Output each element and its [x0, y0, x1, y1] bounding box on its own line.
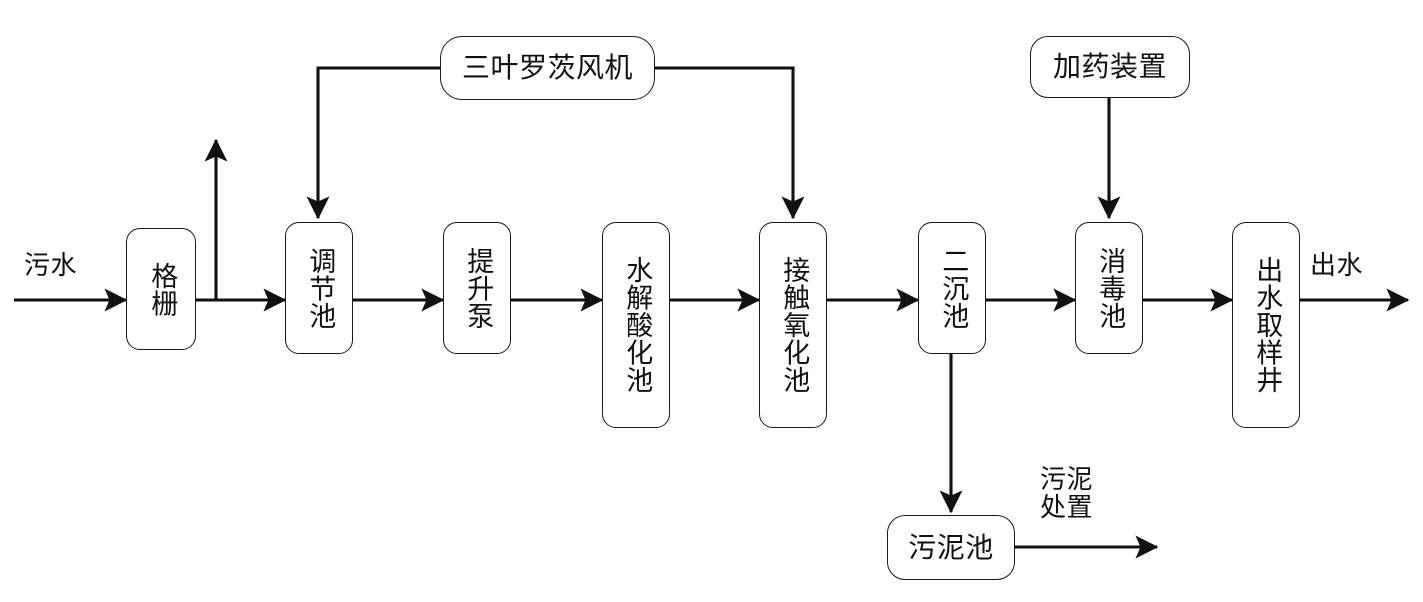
node-regulating-tank-label: 调节池: [304, 246, 336, 330]
node-secondary-settler[interactable]: 二沉池: [918, 222, 986, 354]
node-dosing-device-label: 加药装置: [1052, 50, 1167, 83]
node-dosing-device[interactable]: 加药装置: [1030, 36, 1190, 98]
sludge-disposal-label-line2: 处置: [1040, 493, 1094, 524]
node-regulating-tank[interactable]: 调节池: [285, 222, 353, 354]
node-sludge-tank-label: 污泥池: [908, 530, 994, 564]
node-disinfection-tank[interactable]: 消毒池: [1075, 222, 1143, 354]
node-secondary-settler-label: 二沉池: [937, 246, 969, 330]
sludge-disposal-label: 污泥 处置: [1040, 466, 1093, 522]
node-blower-label: 三叶罗茨风机: [461, 51, 633, 84]
node-hydrolysis-tank[interactable]: 水解酸化池: [602, 222, 670, 428]
edge-blower-to-regulating: [306, 66, 440, 220]
node-grating-label: 格栅: [146, 261, 178, 317]
node-blower[interactable]: 三叶罗茨风机: [440, 36, 655, 100]
node-effluent-sampling-well-label: 出水取样井: [1251, 256, 1283, 394]
effluent-label-text: 出水: [1310, 251, 1364, 281]
node-contact-oxidation-tank[interactable]: 接触氧化池: [759, 222, 827, 428]
edge-blower-to-contact: [655, 66, 805, 220]
effluent-label: 出水: [1310, 252, 1363, 280]
node-lift-pump-label: 提升泵: [462, 246, 494, 330]
node-lift-pump[interactable]: 提升泵: [443, 222, 511, 354]
node-grating[interactable]: 格栅: [126, 228, 196, 350]
node-hydrolysis-tank-label: 水解酸化池: [621, 256, 653, 394]
node-contact-oxidation-tank-label: 接触氧化池: [778, 256, 810, 394]
influent-label-text: 污水: [24, 251, 78, 281]
node-effluent-sampling-well[interactable]: 出水取样井: [1232, 222, 1300, 428]
node-sludge-tank[interactable]: 污泥池: [887, 515, 1015, 580]
influent-label: 污水: [24, 252, 77, 280]
sludge-disposal-label-line1: 污泥: [1040, 465, 1094, 495]
node-disinfection-tank-label: 消毒池: [1094, 246, 1126, 330]
